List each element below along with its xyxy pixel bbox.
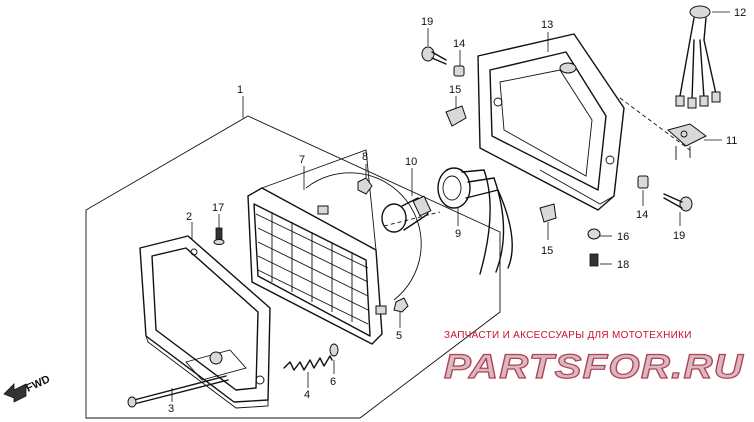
part-number: 11 [726, 135, 737, 147]
collar-lower [637, 175, 649, 189]
part-number: 2 [186, 211, 192, 223]
washer [329, 343, 339, 357]
part-number: 15 [541, 245, 553, 257]
bulb-socket [437, 167, 513, 275]
part-number: 19 [673, 230, 685, 242]
assembly-outline-box [85, 115, 501, 419]
fwd-arrow-icon [3, 383, 27, 403]
grommet [587, 228, 612, 240]
small-screw [589, 253, 612, 267]
fwd-label: FWD [24, 373, 52, 394]
clip-lower [539, 203, 557, 223]
part-number: 10 [405, 156, 417, 168]
collar-upper [453, 65, 465, 77]
case-bolt-lower [663, 193, 693, 212]
part-number: 18 [617, 259, 629, 271]
small-nut [357, 177, 373, 195]
part-number: 8 [362, 151, 368, 163]
part-number: 16 [617, 231, 629, 243]
part-number: 4 [304, 389, 310, 401]
part-number: 15 [449, 84, 461, 96]
headlight-bulb [381, 195, 432, 233]
terminal-block [666, 123, 707, 160]
part-number: 6 [330, 376, 336, 388]
part-number: 19 [421, 16, 433, 28]
reference-line-bulb [383, 211, 441, 227]
part-number: 5 [396, 330, 402, 342]
spring [283, 355, 333, 371]
case-bolt-upper [421, 46, 447, 65]
part-number: 13 [541, 19, 553, 31]
reference-line-case [619, 97, 691, 151]
part-number: 12 [734, 7, 746, 19]
clip-upper [445, 105, 467, 127]
watermark: ЗАПЧАСТИ И АКСЕССУАРЫ ДЛЯ МОТОТЕХНИКИ PA… [443, 330, 745, 387]
headlight-case [477, 33, 625, 211]
part-number: 14 [453, 38, 465, 50]
part-number: 14 [636, 209, 648, 221]
part-number: 7 [299, 154, 305, 166]
watermark-tagline: ЗАПЧАСТИ И АКСЕССУАРЫ ДЛЯ МОТОТЕХНИКИ [444, 330, 692, 341]
part-number: 17 [212, 202, 224, 214]
sealed-beam-unit [247, 149, 422, 345]
adjuster-screw [127, 375, 229, 408]
nut [393, 297, 409, 313]
fwd-indicator: FWD [3, 373, 52, 403]
part-number: 9 [455, 228, 461, 240]
watermark-brand: PARTSFOR.RU [444, 348, 745, 386]
part-number: 3 [168, 403, 174, 415]
rim-screw [213, 227, 225, 245]
part-number: 1 [237, 84, 243, 96]
headlight-rim [139, 235, 271, 409]
wire-connector [675, 5, 721, 109]
